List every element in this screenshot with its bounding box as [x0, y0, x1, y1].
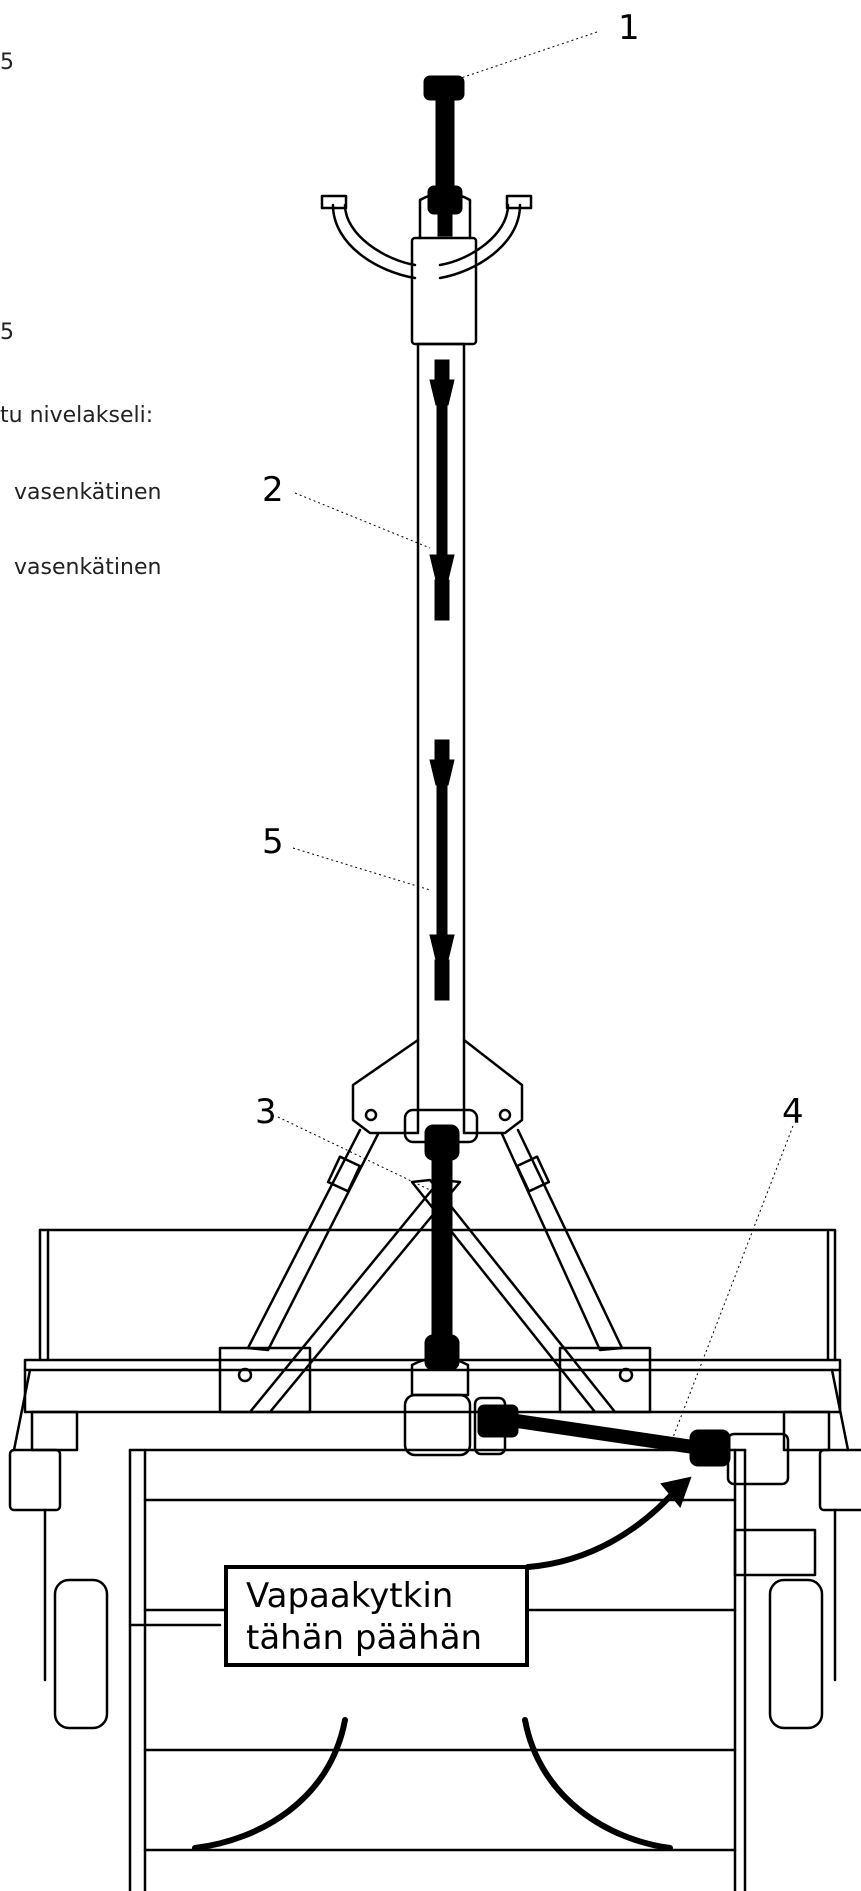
shaft-3: [424, 1124, 460, 1371]
main-boom: [416, 342, 466, 1042]
callout-4: 4: [782, 1092, 804, 1132]
callout-2: 2: [262, 470, 284, 510]
shaft-5: [429, 739, 455, 1001]
callout-3: 3: [255, 1092, 277, 1132]
left-text-line-3: vasenkätinen: [14, 555, 162, 580]
note-line-2: tähän päähän: [246, 1618, 483, 1658]
pointer-arrow: [525, 1476, 692, 1570]
lower-housing: [128, 1432, 817, 1891]
boom-gussets: [351, 1038, 524, 1144]
left-text-fragment-2: 5: [0, 320, 14, 345]
left-text-line-1: tu nivelakseli:: [0, 403, 154, 428]
curved-blades: [192, 1717, 673, 1851]
callout-1: 1: [618, 8, 640, 48]
shaft-1: [423, 75, 465, 237]
top-bracket-assembly: [320, 191, 533, 346]
shaft-2: [429, 359, 455, 621]
drive-shafts: [423, 75, 731, 1467]
free-wheel-note-box: Vapaakytkin tähän päähän: [224, 1565, 529, 1667]
callout-5: 5: [262, 822, 284, 862]
leader-lines: [277, 31, 794, 1441]
left-text-fragment-1: 5: [0, 50, 14, 75]
side-wheels: [8, 1368, 861, 1730]
left-text-line-2: vasenkätinen: [14, 480, 162, 505]
shaft-4: [477, 1404, 731, 1467]
note-line-1: Vapaakytkin: [246, 1576, 454, 1616]
